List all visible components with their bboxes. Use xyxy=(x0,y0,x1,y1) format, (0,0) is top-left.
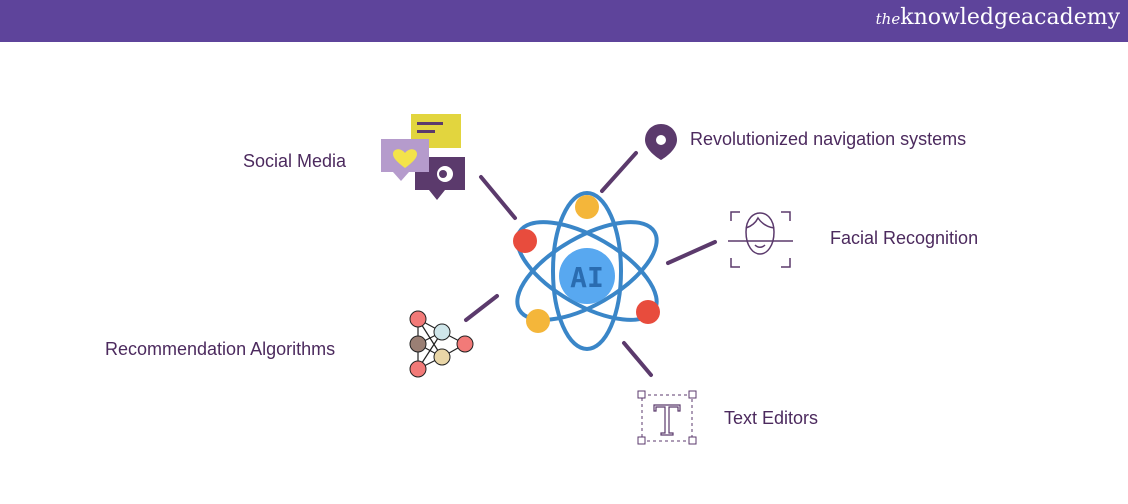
connector-reco xyxy=(464,294,499,322)
chat-bubbles-icon xyxy=(381,114,465,200)
label-facial-recognition: Facial Recognition xyxy=(830,228,979,248)
electron-bottom xyxy=(526,309,550,333)
label-recommendation-algorithms: Recommendation Algorithms xyxy=(105,339,336,359)
electron-right xyxy=(636,300,660,324)
neural-network-icon xyxy=(409,310,474,378)
text-box-icon xyxy=(637,390,697,445)
connector-nav xyxy=(600,151,638,193)
label-navigation-systems: Revolutionized navigation systems xyxy=(690,129,967,149)
brand-prefix: the xyxy=(875,10,901,28)
label-social-media: Social Media xyxy=(243,151,347,171)
label-text-editors: Text Editors xyxy=(724,408,819,428)
electron-top xyxy=(575,195,599,219)
ai-core xyxy=(559,248,615,304)
atom-icon: AI xyxy=(513,191,660,351)
face-scan-icon xyxy=(728,211,793,268)
connector-social xyxy=(479,175,517,220)
map-pin-icon xyxy=(645,124,677,160)
ai-core-label: AI xyxy=(570,261,604,294)
connector-text xyxy=(622,341,653,377)
electron-left xyxy=(513,229,537,253)
ai-applications-diagram: AI xyxy=(381,114,793,445)
brand-logo: theknowledgeacademy xyxy=(876,5,1120,37)
brand-name: knowledgeacademy xyxy=(900,5,1120,30)
header-bar: theknowledgeacademy xyxy=(0,0,1128,42)
connector-face xyxy=(666,240,717,265)
